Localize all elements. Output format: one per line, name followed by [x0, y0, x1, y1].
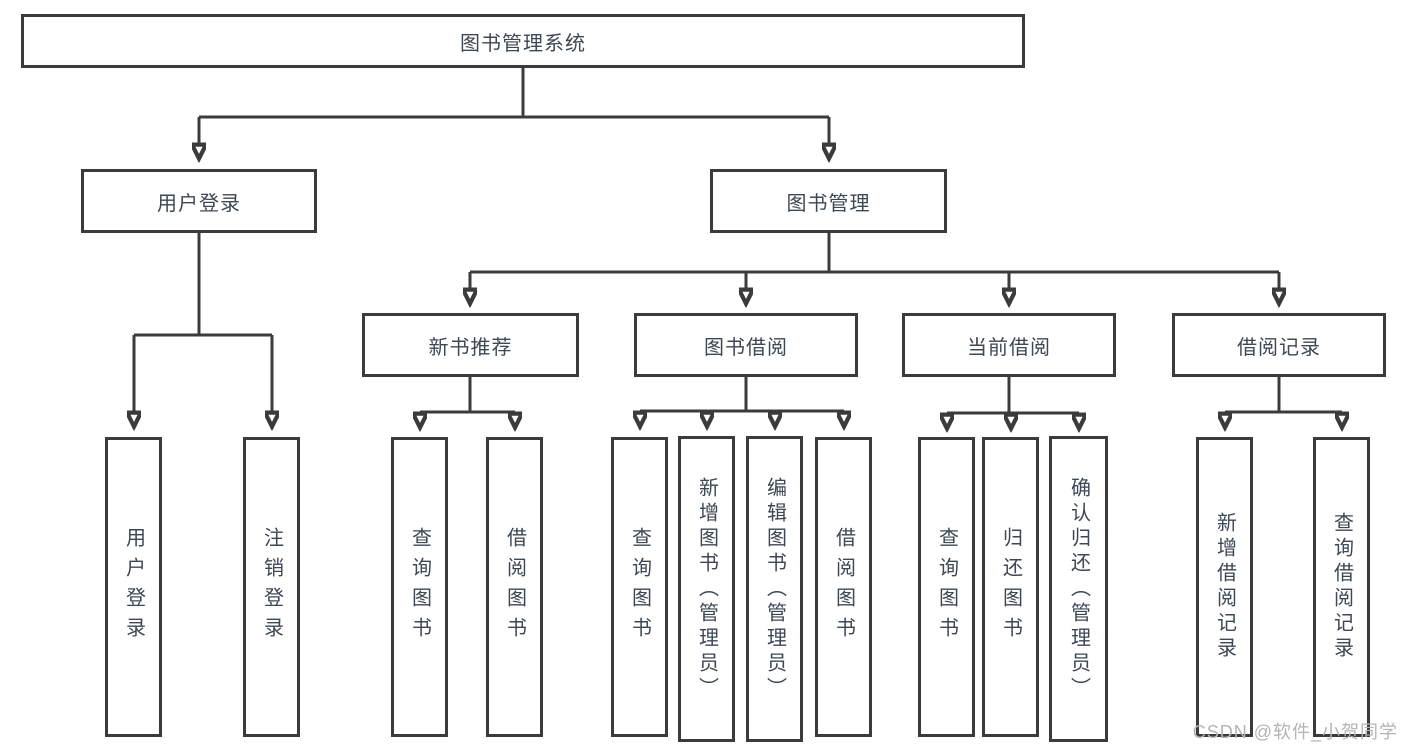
node-user-login: 用户登录 [81, 169, 317, 233]
node-borrowing-records: 借阅记录 [1172, 313, 1386, 377]
leaf-query-book-borrowing-label: 查询图书 [628, 527, 651, 647]
leaf-user-login-label: 用户登录 [122, 527, 145, 647]
node-book-borrowing: 图书借阅 [634, 313, 858, 377]
leaf-return-book: 归还图书 [982, 437, 1039, 737]
node-book-management-label: 图书管理 [786, 192, 871, 215]
leaf-edit-book-admin: 编辑图书（管理员） [746, 436, 803, 742]
leaf-query-book-recommend: 查询图书 [391, 437, 448, 737]
node-root-label: 图书管理系统 [460, 32, 586, 55]
leaf-add-borrow-record-label: 新增借阅记录 [1213, 512, 1236, 662]
node-current-borrowing-label: 当前借阅 [967, 336, 1051, 359]
leaf-query-borrow-record-label: 查询借阅记录 [1330, 512, 1353, 662]
node-new-book-recommend: 新书推荐 [362, 313, 579, 377]
leaf-query-book-borrowing: 查询图书 [611, 437, 668, 737]
leaf-add-borrow-record: 新增借阅记录 [1196, 437, 1253, 737]
leaf-query-borrow-record: 查询借阅记录 [1313, 437, 1370, 737]
leaf-logout: 注销登录 [243, 437, 300, 737]
node-book-management: 图书管理 [710, 169, 947, 233]
leaf-edit-book-admin-label: 编辑图书（管理员） [763, 476, 786, 702]
watermark: CSDN @软件_小贺同学 [1192, 722, 1398, 742]
leaf-borrow-book-borrowing: 借阅图书 [815, 437, 872, 737]
leaf-query-book-current-label: 查询图书 [935, 527, 958, 647]
leaf-confirm-return-admin-label: 确认归还（管理员） [1067, 476, 1090, 702]
leaf-borrow-book-recommend: 借阅图书 [486, 437, 543, 737]
node-user-login-label: 用户登录 [157, 192, 241, 215]
node-book-borrowing-label: 图书借阅 [704, 336, 788, 359]
leaf-confirm-return-admin: 确认归还（管理员） [1049, 436, 1108, 742]
leaf-add-book-admin-label: 新增图书（管理员） [695, 476, 718, 702]
leaf-query-book-recommend-label: 查询图书 [408, 527, 431, 647]
leaf-logout-label: 注销登录 [260, 527, 283, 647]
leaf-return-book-label: 归还图书 [999, 527, 1022, 647]
node-new-book-recommend-label: 新书推荐 [428, 336, 513, 359]
leaf-borrow-book-recommend-label: 借阅图书 [503, 527, 526, 647]
leaf-borrow-book-borrowing-label: 借阅图书 [832, 527, 855, 647]
leaf-user-login: 用户登录 [105, 437, 162, 737]
leaf-add-book-admin: 新增图书（管理员） [678, 436, 735, 742]
node-root: 图书管理系统 [21, 14, 1025, 68]
leaf-query-book-current: 查询图书 [918, 437, 975, 737]
node-current-borrowing: 当前借阅 [902, 313, 1116, 377]
node-borrowing-records-label: 借阅记录 [1237, 336, 1321, 359]
